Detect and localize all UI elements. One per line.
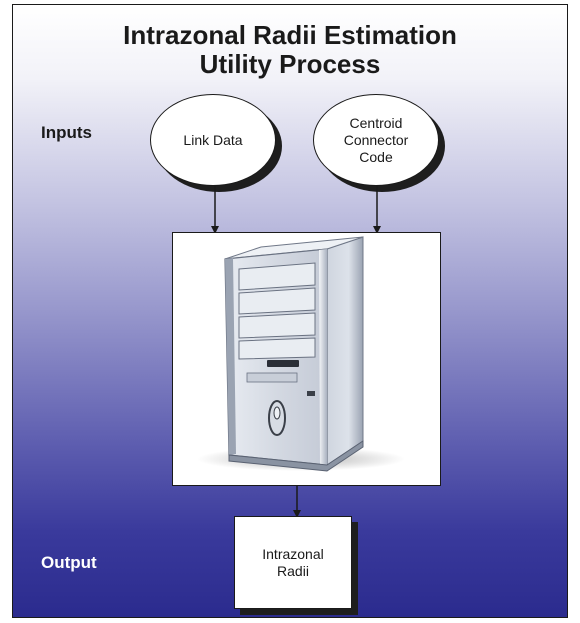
- input-link-data-node: Link Data: [150, 94, 276, 186]
- floppy-drive-slot: [267, 360, 299, 367]
- tower-side-panel: [326, 236, 364, 466]
- inputs-label: Inputs: [41, 123, 92, 142]
- output-intrazonal-radii-node: Intrazonal Radii: [234, 516, 352, 609]
- tower-base: [228, 440, 364, 472]
- input-centroid-connector-code-node: Centroid Connector Code: [313, 94, 439, 186]
- process-computer-box: [172, 232, 441, 486]
- drive-bay-3: [238, 312, 316, 339]
- drive-bay-1: [238, 262, 316, 291]
- output-label-line-1: Intrazonal: [262, 545, 324, 562]
- input-centroid-label-line-2: Connector: [343, 131, 409, 148]
- desktop-tower-computer-icon: [197, 236, 405, 472]
- drive-bay-2: [238, 287, 316, 315]
- diagram-title-line-1: Intrazonal Radii Estimation: [123, 20, 457, 50]
- output-label-line-2: Radii: [277, 562, 309, 579]
- output-label: Output: [41, 553, 97, 572]
- input-centroid-label-line-3: Code: [359, 148, 393, 165]
- drive-bay-4: [238, 337, 316, 360]
- diagram-title-line-2: Utility Process: [199, 49, 381, 79]
- reset-button: [307, 391, 315, 396]
- diagram-frame: Intrazonal Radii Estimation Utility Proc…: [12, 4, 568, 618]
- tower-front-trim: [225, 258, 236, 455]
- input-centroid-label-line-1: Centroid: [349, 114, 403, 131]
- input-link-data-label: Link Data: [183, 131, 243, 148]
